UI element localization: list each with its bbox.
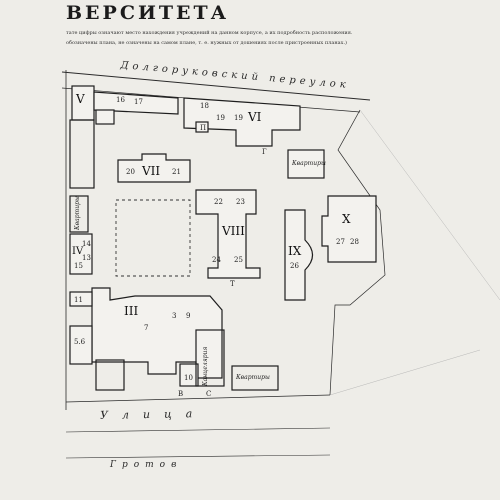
faint-line-1 [359, 109, 500, 301]
room-number-18: 18 [200, 102, 209, 110]
building-label-ix: IX [288, 244, 302, 258]
room-number-24: 24 [212, 256, 221, 264]
letter-v: В [178, 390, 184, 398]
building-kvartiry-bottom [231, 365, 279, 391]
building-label-viii: VIII [222, 224, 245, 238]
room-number-3: 3 [172, 312, 177, 320]
building-10 [179, 363, 199, 387]
building-label-iii: III [124, 304, 139, 318]
annotation-kvartiry-west: Квартиры [74, 196, 81, 230]
room-number-15: 15 [74, 262, 83, 270]
letter-t: Т [230, 280, 235, 288]
legend-note-1: тате цифры означают место нахождения учр… [66, 30, 353, 36]
building-label-vi: VI [248, 110, 262, 124]
letter-s: С [206, 390, 212, 398]
street-edge-bottom [65, 394, 331, 403]
legend-note-2: обозначены плана, не означены на самом п… [66, 40, 347, 46]
building-x [321, 195, 377, 263]
room-number-14: 14 [82, 240, 91, 248]
building-vii [117, 153, 191, 183]
faint-line-2 [329, 349, 481, 396]
building-viii [195, 189, 261, 279]
room-number-19a: 19 [216, 114, 225, 122]
room-number-19b: 19 [234, 114, 243, 122]
room-number-9: 9 [186, 312, 191, 320]
building-kvartiry [287, 149, 325, 179]
building-vi-porch [195, 121, 209, 133]
room-number-7: 7 [144, 324, 149, 332]
room-number-21: 21 [172, 168, 181, 176]
room-number-28: 28 [350, 238, 359, 246]
building-label-iv: IV [72, 246, 84, 257]
room-number-23: 23 [236, 198, 245, 206]
building-v [93, 91, 179, 115]
street-edge-top [61, 71, 371, 101]
street-edge-bottom-3 [65, 454, 331, 459]
annotation-kvartiry-bottom: Квартиры [236, 374, 270, 381]
building-v-annex [95, 109, 115, 125]
building-5-6 [69, 325, 93, 365]
boundary-right [329, 109, 386, 396]
building-iv [69, 233, 93, 275]
room-number-25: 25 [234, 256, 243, 264]
room-number-20: 20 [126, 168, 135, 176]
building-label-x: X [342, 212, 351, 226]
page-title: ВЕРСИТЕТА [66, 2, 230, 24]
room-number-27: 27 [336, 238, 345, 246]
room-number-16: 16 [116, 96, 125, 104]
street-label-bottom: Улица [99, 407, 207, 422]
building-iii-sw [95, 359, 125, 391]
building-kvartiry-west [69, 195, 89, 233]
building-label-v: V [76, 92, 85, 106]
room-number-17: 17 [134, 98, 143, 106]
street-label-far: Гротов [110, 460, 183, 470]
annotation-kancelyariya: Канцелярия [202, 346, 209, 386]
building-11 [69, 291, 93, 307]
letter-g: Г [262, 148, 267, 156]
letter-p: П [200, 124, 207, 132]
building-kancelyariya [195, 329, 225, 387]
room-number-10: 10 [184, 374, 193, 382]
room-number-13: 13 [82, 254, 91, 262]
room-number-5-6: 5.6 [74, 338, 86, 346]
courtyard-dashed [115, 199, 191, 277]
building-label-vii: VII [142, 164, 161, 178]
room-number-22: 22 [214, 198, 223, 206]
room-number-26: 26 [290, 262, 299, 270]
building-ix [284, 209, 314, 301]
building-west-strip [69, 119, 95, 189]
street-edge-bottom-2 [65, 427, 331, 433]
room-number-11: 11 [74, 296, 83, 304]
annotation-kvartiry: Квартиры [292, 160, 326, 167]
